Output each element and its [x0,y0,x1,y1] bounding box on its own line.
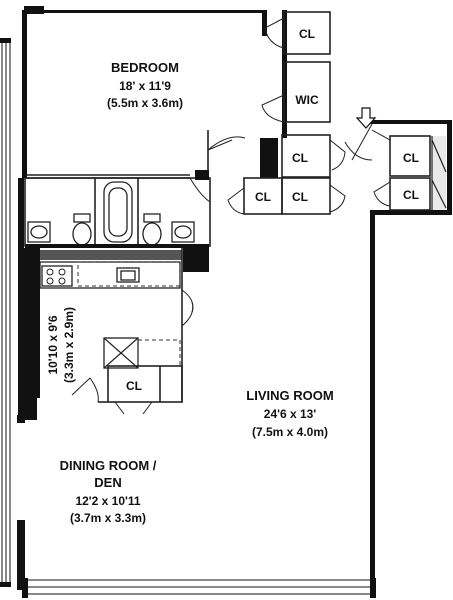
closet-dining-label: CL [126,379,142,393]
dining-room-name-line2: DEN [94,475,121,490]
closet-entry-lower-label: CL [403,188,419,202]
closet-hall-upper-label: CL [292,151,308,165]
closet-hall-lower-right-label: CL [292,190,308,204]
living-room-name: LIVING ROOM [246,388,333,403]
bedroom-dims-metric: (5.5m x 3.6m) [107,96,183,110]
entry-arrow-icon [355,107,377,129]
living-room-dims-metric: (7.5m x 4.0m) [252,425,328,439]
closet-entry-upper-label: CL [403,151,419,165]
kitchen [23,248,194,420]
bedroom-partitions [25,11,331,179]
kitchen-dims-metric: (3.3m x 2.9m) [62,307,76,383]
closet-hall-lower-left-label: CL [255,190,271,204]
hall-closets [227,134,346,215]
living-room-dims-imperial: 24'6 x 13' [264,407,317,421]
dining-room-dims-imperial: 12'2 x 10'11 [75,494,140,508]
bathroom [24,170,211,272]
closet-top-label: CL [299,27,315,41]
kitchen-name: KITCHEN [29,318,43,371]
exterior-walls [0,6,452,598]
wic-label: WIC [295,93,319,107]
room-labels: BEDROOM 18' x 11'9 (5.5m x 3.6m) CL WIC … [29,27,419,525]
bedroom-name: BEDROOM [111,60,179,75]
dining-room-dims-metric: (3.7m x 3.3m) [70,511,146,525]
bedroom-dims-imperial: 18' x 11'9 [119,79,171,93]
entry-closets [344,123,447,211]
dining-room-name-line1: DINING ROOM / [60,458,157,473]
kitchen-dims-imperial: 10'10 x 9'6 [46,315,60,374]
